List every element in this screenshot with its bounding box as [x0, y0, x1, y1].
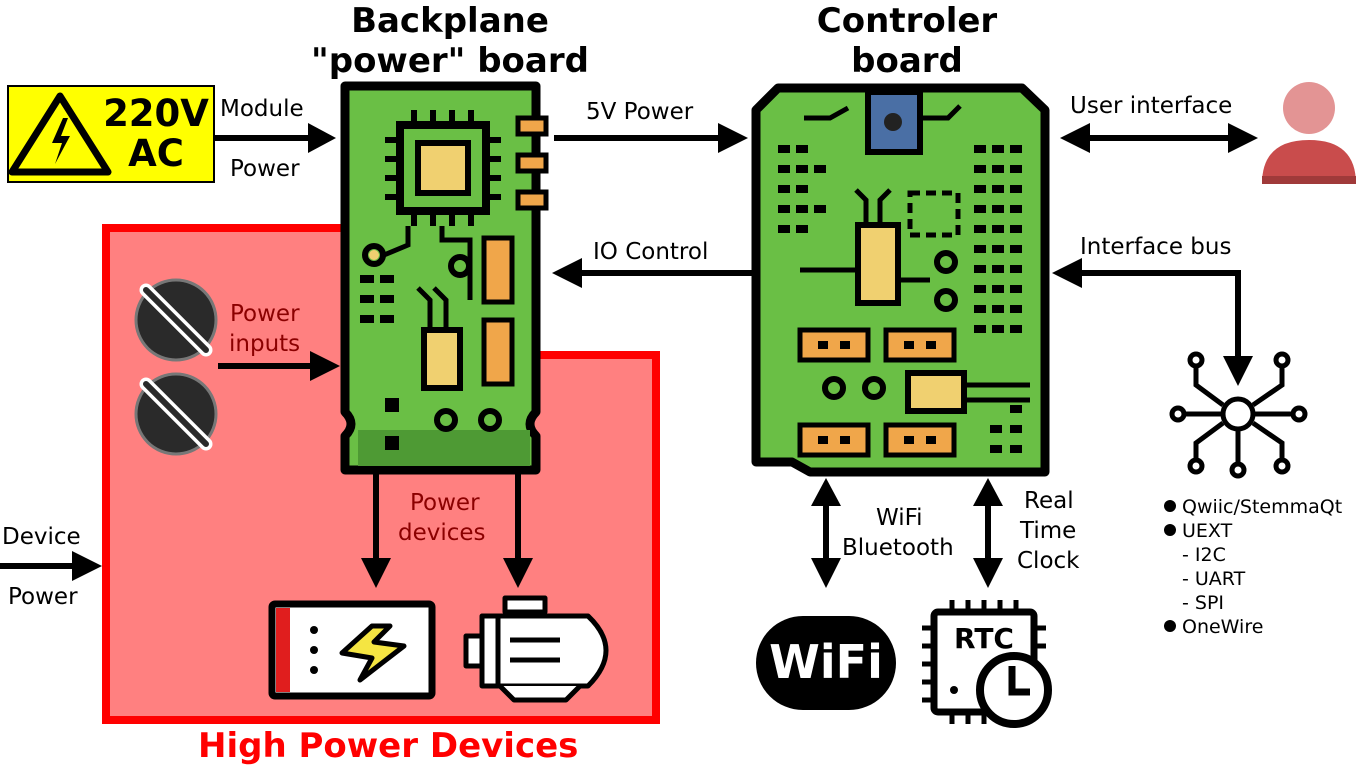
wifi-label: WiFi [876, 505, 923, 531]
controller-title-line2: board [851, 41, 963, 81]
battery-icon [268, 600, 436, 700]
user-interface-label: User interface [1070, 93, 1233, 119]
warning-sign [7, 85, 215, 183]
interface-bus-label: Interface bus [1080, 234, 1232, 260]
device-power-label: Power [8, 584, 78, 610]
warning-triangle-icon [8, 92, 112, 176]
list-item: Qwiic/StemmaQt [1164, 495, 1342, 519]
power-devices-label-2: devices [398, 520, 486, 546]
backplane-title-line1: Backplane [351, 1, 549, 41]
warning-ac: AC [128, 132, 184, 175]
power-switch-icon [134, 372, 218, 456]
module-label: Module [220, 96, 304, 122]
warning-voltage: 220V [103, 92, 209, 135]
power-switch-icon [134, 278, 218, 362]
backplane-board [340, 81, 549, 475]
bullet-icon [1164, 523, 1176, 536]
list-item: OneWire [1164, 615, 1342, 639]
wifi-logo-text: WiFi [769, 635, 883, 689]
rtc-chip-icon: RTC [922, 600, 1052, 728]
high-power-devices-title: High Power Devices [198, 726, 579, 766]
power-devices-label-1: Power [410, 490, 480, 516]
wifi-logo-icon: WiFi [756, 616, 896, 710]
power-inputs-label-2: inputs [229, 331, 301, 357]
time-label: Time [1020, 518, 1077, 544]
five-v-power-label: 5V Power [586, 99, 694, 125]
device-label: Device [2, 524, 81, 550]
interface-bus-list: Qwiic/StemmaQt UEXT - I2C - UART - SPI O… [1164, 495, 1342, 639]
controller-title-line1: Controler [816, 1, 998, 41]
arrows [0, 123, 1258, 588]
list-item: - I2C [1182, 544, 1226, 566]
list-item: - SPI [1182, 592, 1225, 614]
rtc-text: RTC [954, 622, 1014, 655]
controller-board [751, 83, 1050, 477]
user-icon [1262, 82, 1356, 184]
bullet-icon [1164, 499, 1176, 512]
real-label: Real [1024, 488, 1074, 514]
lightning-icon [52, 118, 70, 164]
module-power-label: Power [230, 156, 300, 182]
io-control-label: IO Control [593, 239, 709, 265]
bluetooth-label: Bluetooth [842, 535, 954, 561]
backplane-title-line2: "power" board [311, 41, 589, 81]
list-item: UEXT [1164, 519, 1342, 543]
list-item: - UART [1182, 568, 1246, 590]
power-inputs-label-1: Power [230, 301, 300, 327]
clock-label: Clock [1017, 548, 1080, 574]
interface-bus-icon [1169, 351, 1308, 479]
bullet-icon [1164, 619, 1176, 632]
motor-icon [463, 595, 609, 703]
